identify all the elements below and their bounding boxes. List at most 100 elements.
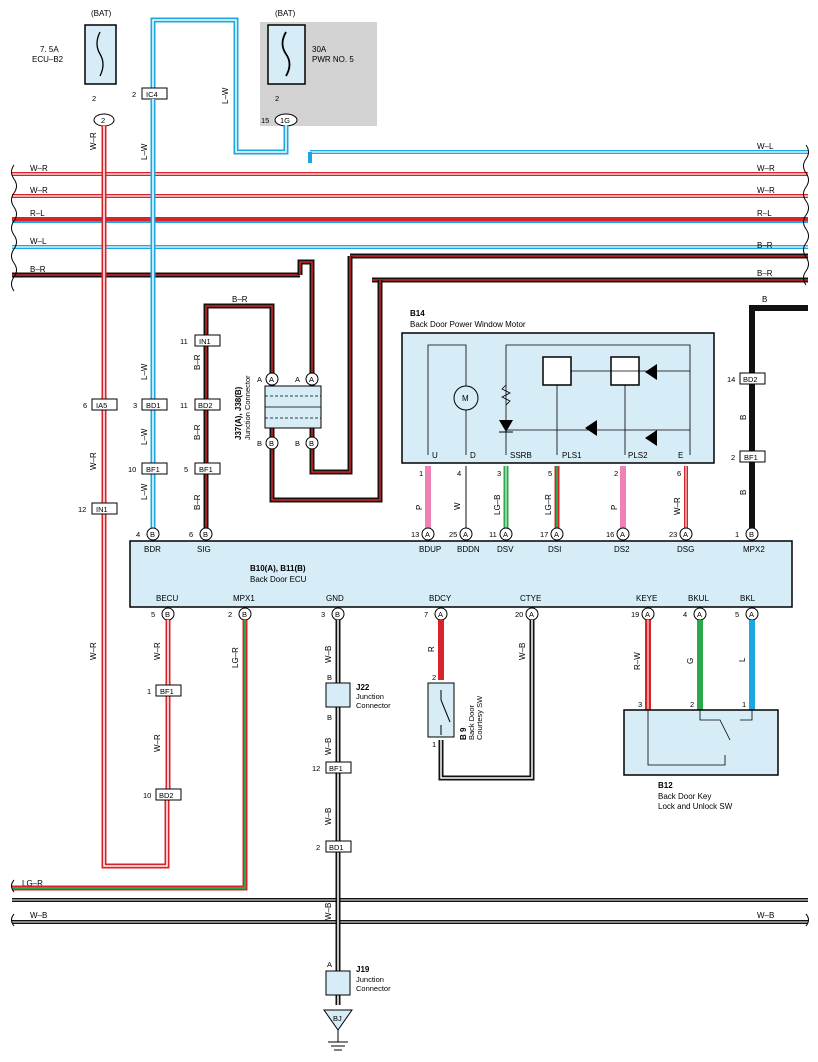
svg-text:B: B (295, 439, 300, 448)
wire-lw-vertical: L–W L–W L–W L–W BD1 3 BF1 10 (128, 99, 168, 532)
svg-text:L–W: L–W (140, 363, 149, 380)
svg-text:DS2: DS2 (614, 545, 630, 554)
svg-text:W–B: W–B (324, 903, 333, 920)
svg-text:L–W: L–W (140, 143, 149, 160)
svg-text:W–R: W–R (153, 642, 162, 660)
svg-text:6: 6 (677, 469, 681, 478)
svg-text:4: 4 (457, 469, 461, 478)
svg-text:2: 2 (275, 94, 279, 103)
svg-text:BF1: BF1 (199, 465, 213, 474)
svg-text:Connector: Connector (356, 984, 391, 993)
svg-text:PLS2: PLS2 (628, 451, 648, 460)
svg-text:IA5: IA5 (96, 401, 107, 410)
svg-text:B 9: B 9 (459, 727, 468, 740)
svg-text:LG–B: LG–B (493, 495, 502, 515)
svg-text:B: B (749, 530, 754, 539)
svg-text:11: 11 (489, 530, 497, 539)
svg-text:W–L: W–L (30, 237, 47, 246)
svg-text:IN1: IN1 (199, 337, 211, 346)
svg-text:10: 10 (128, 465, 136, 474)
svg-text:17: 17 (540, 530, 548, 539)
key-switch-b12: R–W G L 3 2 1 B12 Back Door Key Lock and… (623, 620, 779, 811)
svg-text:MPX2: MPX2 (743, 545, 765, 554)
svg-text:B–R: B–R (757, 241, 773, 250)
svg-text:W–R: W–R (89, 642, 98, 660)
svg-text:B–R: B–R (232, 295, 248, 304)
svg-text:1: 1 (147, 687, 151, 696)
svg-text:25: 25 (449, 530, 457, 539)
svg-text:2: 2 (731, 453, 735, 462)
svg-text:W–R: W–R (757, 164, 775, 173)
svg-text:A: A (327, 960, 332, 969)
svg-text:11: 11 (180, 337, 188, 346)
svg-text:(BAT): (BAT) (275, 9, 296, 18)
junction-j37-j38: A A B B A A B B J37(A), J38(B) Junction … (234, 372, 322, 450)
svg-text:5: 5 (184, 465, 188, 474)
svg-text:LG–R: LG–R (231, 647, 240, 668)
svg-text:B: B (335, 610, 340, 619)
svg-text:W–R: W–R (89, 132, 98, 150)
svg-text:3: 3 (497, 469, 501, 478)
svg-text:Back Door ECU: Back Door ECU (250, 575, 307, 584)
svg-text:B: B (165, 610, 170, 619)
bus-break-marks (11, 144, 809, 927)
svg-text:A: A (463, 530, 468, 539)
svg-text:SSRB: SSRB (510, 451, 532, 460)
fuse-pwr-no5: (BAT) 30A PWR NO. 5 2 15 1G (261, 9, 354, 127)
svg-text:B–R: B–R (193, 354, 202, 370)
svg-text:A: A (295, 375, 300, 384)
svg-text:R–L: R–L (757, 209, 772, 218)
svg-text:23: 23 (669, 530, 677, 539)
svg-text:BD2: BD2 (159, 791, 174, 800)
wire-wr-left: W–R IA5 6 IN1 12 W–R W–R (78, 126, 170, 869)
svg-text:W: W (453, 502, 462, 510)
svg-text:R: R (427, 646, 436, 652)
svg-text:W–B: W–B (324, 738, 333, 755)
svg-text:12: 12 (312, 764, 320, 773)
svg-text:A: A (503, 530, 508, 539)
svg-text:3: 3 (638, 700, 642, 709)
svg-text:W–B: W–B (30, 911, 47, 920)
svg-text:(BAT): (BAT) (91, 9, 112, 18)
svg-text:1: 1 (432, 740, 436, 749)
svg-text:3: 3 (321, 610, 325, 619)
svg-text:B: B (309, 439, 314, 448)
svg-text:W–R: W–R (153, 734, 162, 752)
svg-text:P: P (415, 505, 424, 510)
svg-text:A: A (749, 610, 754, 619)
svg-text:A: A (309, 375, 314, 384)
svg-text:13: 13 (411, 530, 419, 539)
svg-text:A: A (620, 530, 625, 539)
svg-text:IN1: IN1 (96, 505, 108, 514)
wire-mpx2: B B B BD2 14 BF1 2 (727, 295, 808, 532)
svg-text:2: 2 (92, 94, 96, 103)
svg-text:W–L: W–L (757, 142, 774, 151)
svg-text:30A: 30A (312, 45, 327, 54)
svg-text:B: B (739, 490, 748, 495)
svg-text:W–B: W–B (518, 643, 527, 660)
bus-labels: W–L W–R W–R W–R W–R R–L R–L W–L B–R B–R … (22, 142, 775, 920)
wire-becu: W–R W–R BF1 1 BD2 10 (143, 620, 182, 801)
svg-text:W–R: W–R (89, 452, 98, 470)
svg-text:5: 5 (735, 610, 739, 619)
svg-text:2: 2 (132, 90, 136, 99)
svg-text:Back Door: Back Door (467, 704, 476, 740)
svg-text:4: 4 (683, 610, 687, 619)
svg-text:CTYE: CTYE (520, 594, 541, 603)
svg-text:A: A (529, 610, 534, 619)
svg-text:IC4: IC4 (146, 90, 158, 99)
svg-text:A: A (425, 530, 430, 539)
svg-text:DSI: DSI (548, 545, 561, 554)
svg-text:B: B (327, 673, 332, 682)
svg-text:A: A (645, 610, 650, 619)
svg-text:2: 2 (614, 469, 618, 478)
svg-text:BDCY: BDCY (429, 594, 452, 603)
svg-text:Lock and Unlock SW: Lock and Unlock SW (658, 802, 733, 811)
svg-text:B: B (327, 713, 332, 722)
